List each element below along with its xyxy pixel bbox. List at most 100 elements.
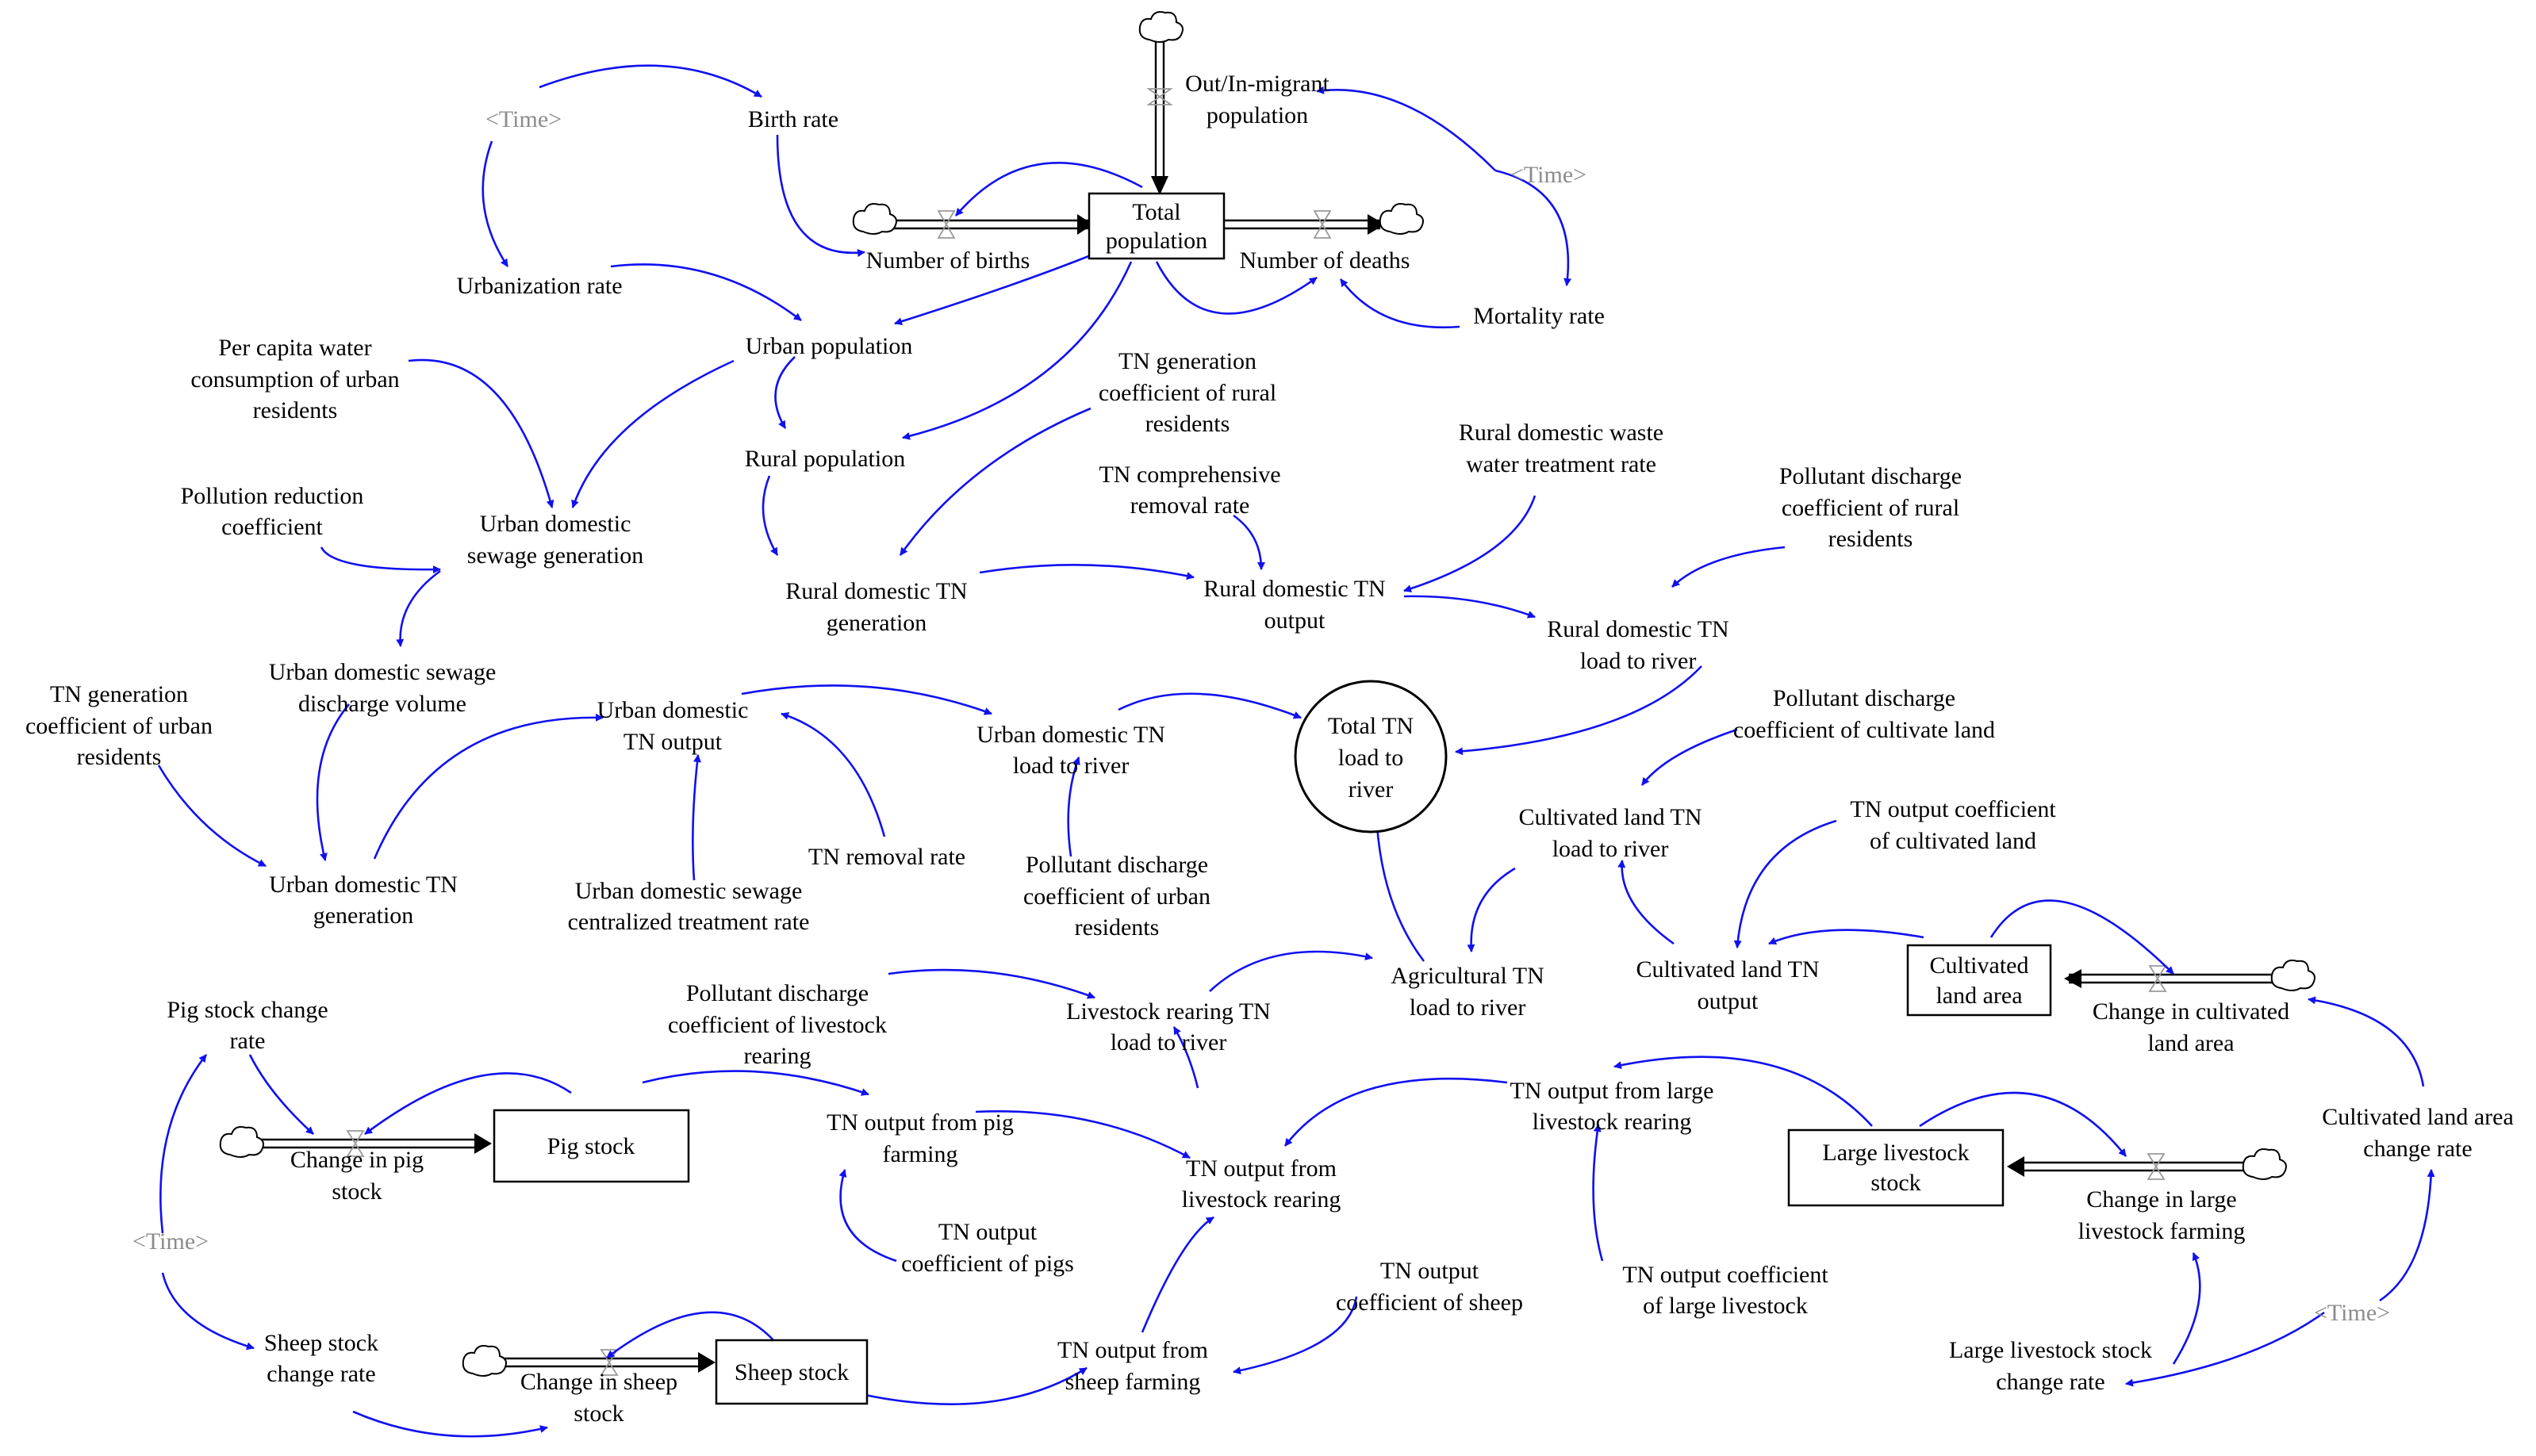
var-birth-rate[interactable]: Birth rate <box>748 106 838 132</box>
var-large-stock-change-rate[interactable]: Large livestock stock <box>1949 1337 2152 1363</box>
var-rural-tn-load[interactable]: Rural domestic TN <box>1547 616 1728 642</box>
stock-label: Total <box>1132 199 1180 225</box>
stock-total-population[interactable]: Total population <box>1088 192 1226 260</box>
var-line: generation <box>827 610 927 636</box>
var-urban-population[interactable]: Urban population <box>746 333 913 359</box>
var-line: load to river <box>1580 648 1697 674</box>
var-out-in-migrant[interactable]: Out/In-migrant <box>1185 71 1329 97</box>
stock-label: stock <box>1870 1170 1920 1196</box>
var-cultivated-change-rate[interactable]: Cultivated land area <box>2322 1104 2514 1130</box>
time-shadow-variable[interactable]: <Time> <box>1510 162 1586 188</box>
var-line: load to river <box>1552 836 1669 862</box>
time-shadow-variable[interactable]: <Time> <box>132 1228 209 1255</box>
var-line: stock <box>574 1400 623 1427</box>
var-line: coefficient of rural <box>1782 495 1959 521</box>
var-sheep-stock-change-rate[interactable]: Sheep stock <box>264 1330 378 1356</box>
stock-large-livestock[interactable]: Large livestock stock <box>1787 1128 2005 1207</box>
time-shadow-variable[interactable]: <Time> <box>2314 1300 2390 1326</box>
var-pollutant-discharge-rural[interactable]: Pollutant discharge <box>1779 463 1962 489</box>
var-mortality-rate[interactable]: Mortality rate <box>1473 303 1605 329</box>
var-urban-sewage-treatment[interactable]: Urban domestic sewage <box>575 878 803 904</box>
var-line: residents <box>1145 411 1230 437</box>
var-line: residents <box>77 744 162 770</box>
var-tn-output-large[interactable]: TN output from large <box>1510 1078 1714 1104</box>
var-urban-sewage-generation[interactable]: Urban domestic <box>480 511 631 537</box>
var-tn-output-coef-sheep[interactable]: TN output <box>1380 1258 1479 1284</box>
cloud-icon <box>1379 203 1424 235</box>
var-line: livestock rearing <box>1182 1186 1341 1213</box>
stock-label: Pig stock <box>547 1133 635 1159</box>
var-tn-output-sheep[interactable]: TN output from <box>1057 1337 1208 1363</box>
births-flow-arrow <box>1077 214 1093 235</box>
var-line: water treatment rate <box>1466 451 1656 477</box>
var-cultivated-tn-load[interactable]: Cultivated land TN <box>1518 804 1702 830</box>
var-line: change rate <box>2363 1136 2472 1162</box>
var-pollution-reduction[interactable]: Pollution reduction <box>181 483 364 509</box>
var-per-capita-water[interactable]: Per capita water <box>218 335 371 361</box>
var-change-cultivated[interactable]: Change in cultivated <box>2093 998 2289 1025</box>
var-agricultural-tn-load[interactable]: Agricultural TN <box>1391 963 1544 989</box>
var-number-of-births[interactable]: Number of births <box>866 247 1030 274</box>
var-number-of-deaths[interactable]: Number of deaths <box>1240 247 1410 274</box>
var-urban-tn-generation[interactable]: Urban domestic TN <box>269 872 458 898</box>
var-line: generation <box>313 902 414 929</box>
stock-cultivated-land-area[interactable]: Cultivated land area <box>1906 944 2052 1017</box>
var-rural-waste-water-rate[interactable]: Rural domestic waste <box>1459 420 1663 446</box>
stock-sheep-stock[interactable]: Sheep stock <box>715 1339 869 1405</box>
var-pollutant-discharge-cultivate[interactable]: Pollutant discharge <box>1773 685 1955 711</box>
var-livestock-tn-load[interactable]: Livestock rearing TN <box>1066 998 1271 1025</box>
var-urbanization-rate[interactable]: Urbanization rate <box>456 273 622 299</box>
var-line: load to river <box>1410 994 1526 1021</box>
var-line: coefficient of cultivate land <box>1733 717 1995 743</box>
var-line: coefficient of pigs <box>901 1251 1074 1277</box>
stock-label: Large livestock <box>1822 1140 1969 1166</box>
var-tn-output-coef-pigs[interactable]: TN output <box>938 1219 1038 1245</box>
var-change-in-pig-stock[interactable]: Change in pig <box>290 1147 424 1173</box>
var-pig-stock-change-rate[interactable]: Pig stock change <box>167 997 328 1023</box>
var-tn-gen-coef-rural[interactable]: TN generation <box>1118 348 1256 374</box>
stock-label: Cultivated <box>1930 952 2029 979</box>
var-tn-removal-rate[interactable]: TN removal rate <box>808 844 965 870</box>
time-shadow-variable[interactable]: <Time> <box>485 106 562 132</box>
target-total-tn-load[interactable]: Total TN load to river <box>1294 680 1448 833</box>
stocks: Total population Cultivated land area Pi… <box>493 192 2052 1405</box>
var-line: of large livestock <box>1643 1293 1808 1319</box>
cloud-icon <box>1138 11 1184 43</box>
var-pollutant-discharge-livestock[interactable]: Pollutant discharge <box>686 980 869 1006</box>
var-tn-output-coef-large[interactable]: TN output coefficient <box>1622 1262 1828 1288</box>
stock-label: population <box>1106 228 1207 254</box>
var-line: coefficient of rural <box>1099 380 1276 406</box>
var-pollutant-discharge-urban[interactable]: Pollutant discharge <box>1026 852 1208 878</box>
var-change-large-livestock[interactable]: Change in large <box>2086 1186 2236 1213</box>
var-line: stock <box>332 1178 382 1205</box>
var-line: load to river <box>1111 1029 1227 1056</box>
cloud-icon <box>852 203 897 235</box>
var-line: change rate <box>1996 1369 2104 1395</box>
var-urban-tn-load[interactable]: Urban domestic TN <box>976 722 1165 748</box>
var-urban-tn-output[interactable]: Urban domestic <box>597 697 749 723</box>
clouds <box>219 11 2315 1377</box>
var-tn-comprehensive-removal[interactable]: TN comprehensive <box>1099 462 1280 488</box>
var-line: coefficient of urban <box>25 713 213 739</box>
var-rural-tn-generation[interactable]: Rural domestic TN <box>785 578 967 604</box>
var-urban-sewage-discharge[interactable]: Urban domestic sewage <box>269 659 497 685</box>
var-line: removal rate <box>1130 492 1250 519</box>
var-rural-population[interactable]: Rural population <box>745 446 905 472</box>
var-line: output <box>1264 607 1326 634</box>
var-line: sheep farming <box>1065 1369 1201 1395</box>
stock-label: Sheep stock <box>735 1359 849 1385</box>
var-tn-output-coef-cultivated[interactable]: TN output coefficient <box>1850 796 2056 822</box>
var-line: residents <box>1828 526 1913 552</box>
var-change-in-sheep-stock[interactable]: Change in sheep <box>520 1369 677 1395</box>
stock-pig-stock[interactable]: Pig stock <box>493 1109 690 1183</box>
cloud-icon <box>462 1345 507 1377</box>
var-line: of cultivated land <box>1870 828 2036 854</box>
cloud-icon <box>2270 960 2315 991</box>
var-tn-output-livestock[interactable]: TN output from <box>1186 1155 1337 1182</box>
target-label: Total TN <box>1328 713 1414 739</box>
var-rural-tn-output[interactable]: Rural domestic TN <box>1203 576 1385 602</box>
var-tn-gen-coef-urban[interactable]: TN generation <box>50 681 188 707</box>
var-tn-output-pig[interactable]: TN output from pig <box>827 1109 1014 1136</box>
var-cultivated-tn-output[interactable]: Cultivated land TN <box>1636 956 1819 983</box>
